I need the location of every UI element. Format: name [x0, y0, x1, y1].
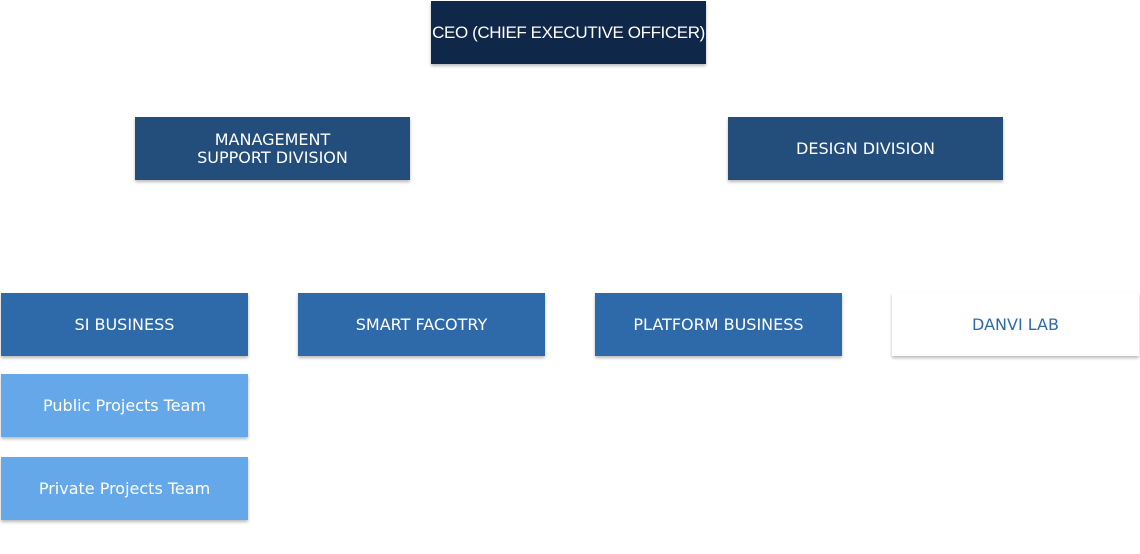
smart-factory-label: SMART FACOTRY — [355, 314, 488, 334]
design-division-node: DESIGN DIVISION — [728, 117, 1003, 180]
private-projects-team-label: Private Projects Team — [38, 478, 211, 498]
management-support-division-node: MANAGEMENT SUPPORT DIVISION — [135, 117, 410, 180]
ceo-node: CEO (CHIEF EXECUTIVE OFFICER) — [431, 1, 706, 64]
private-projects-team-node: Private Projects Team — [1, 457, 248, 520]
smart-factory-node: SMART FACOTRY — [298, 293, 545, 356]
platform-business-node: PLATFORM BUSINESS — [595, 293, 842, 356]
si-business-label: SI BUSINESS — [74, 314, 175, 334]
danvi-lab-node: DANVI LAB — [892, 293, 1139, 356]
platform-business-label: PLATFORM BUSINESS — [633, 314, 804, 334]
public-projects-team-node: Public Projects Team — [1, 374, 248, 437]
management-support-division-label-line-2: SUPPORT DIVISION — [197, 147, 348, 167]
si-business-node: SI BUSINESS — [1, 293, 248, 356]
danvi-lab-label: DANVI LAB — [972, 314, 1059, 334]
management-support-division-label-line-1: MANAGEMENT — [214, 129, 331, 149]
design-division-label: DESIGN DIVISION — [796, 138, 935, 158]
public-projects-team-label: Public Projects Team — [43, 395, 206, 415]
ceo-label: CEO (CHIEF EXECUTIVE OFFICER) — [432, 22, 705, 42]
